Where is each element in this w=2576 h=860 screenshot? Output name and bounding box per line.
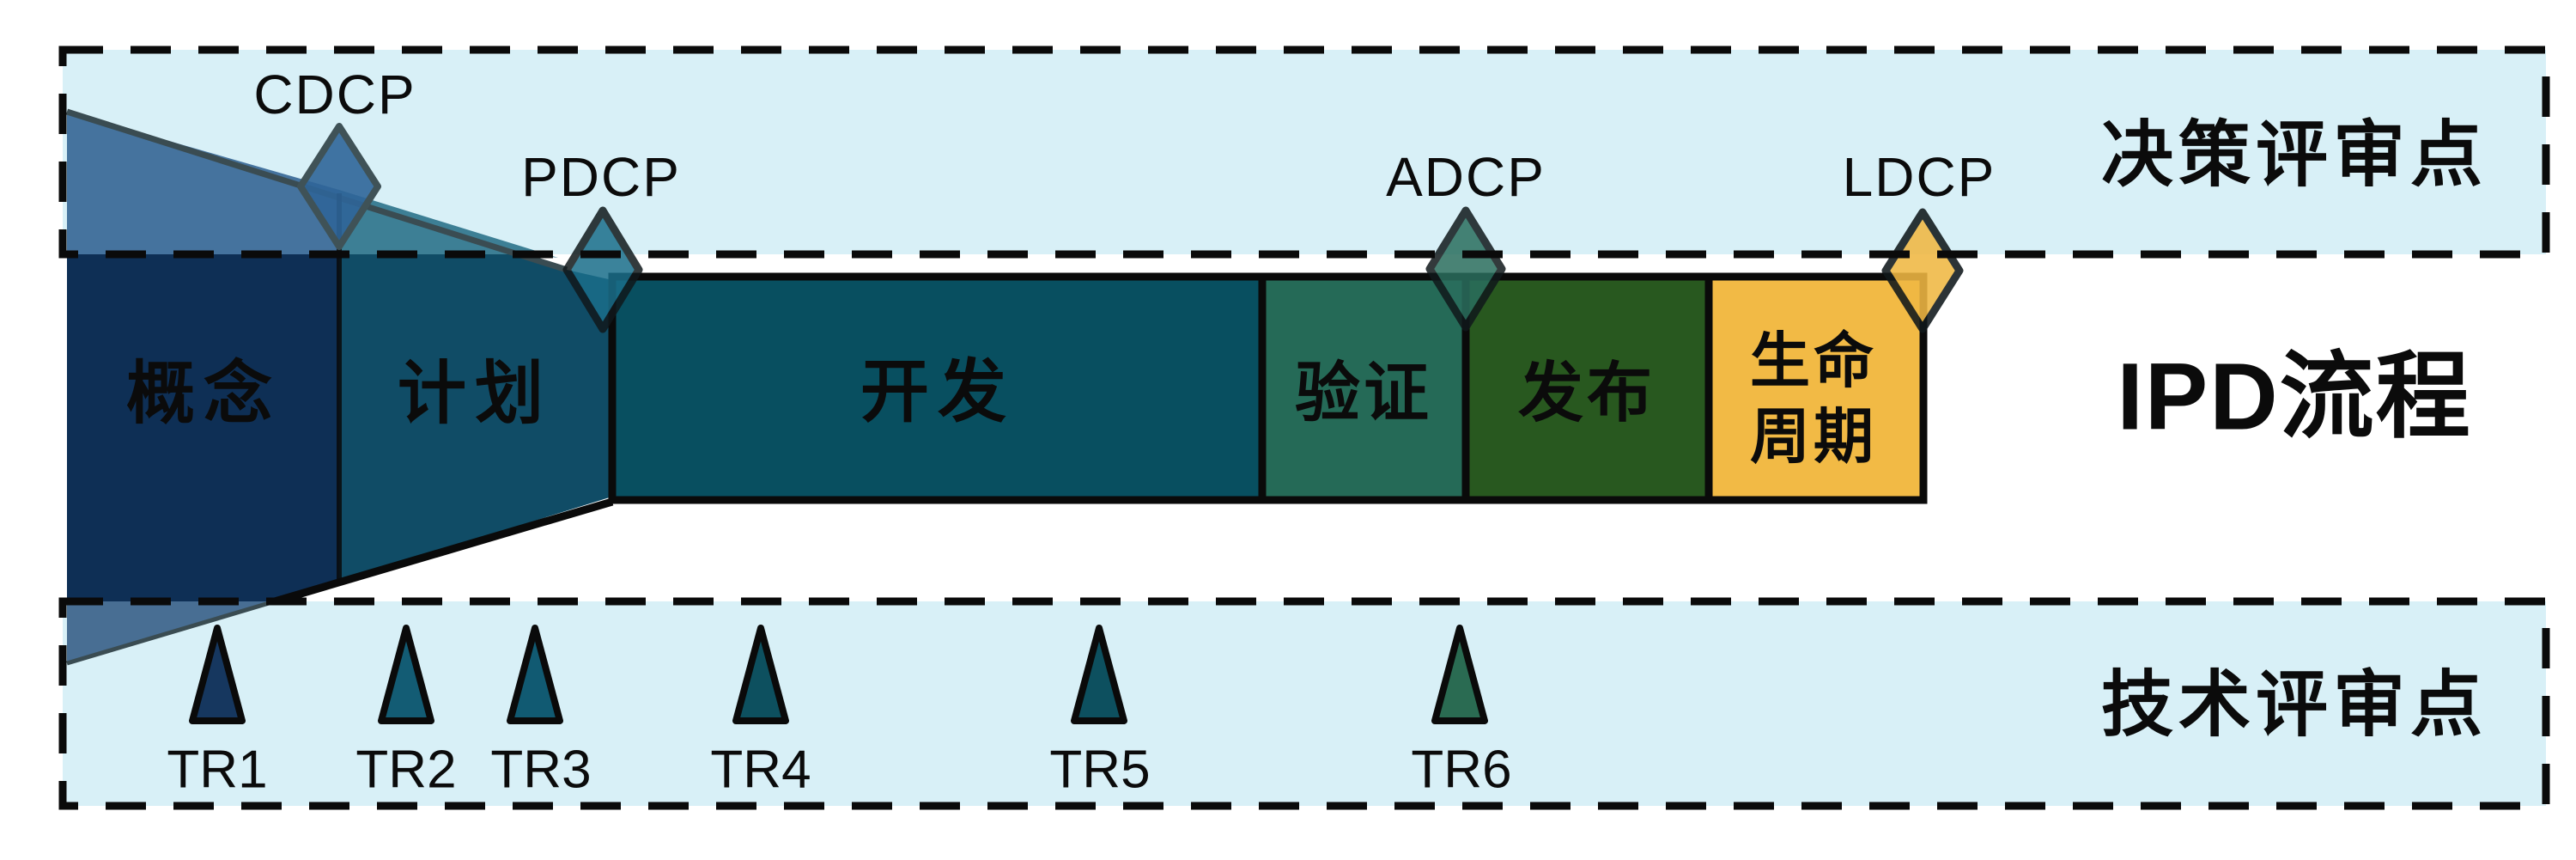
decision-band-border — [58, 46, 2550, 259]
phase-label-verify: 验证 — [1295, 357, 1432, 430]
phase-block-plan — [339, 254, 612, 582]
tr2-triangle-icon — [378, 625, 434, 724]
tr3-triangle-icon — [507, 625, 563, 724]
tr1-triangle-icon — [189, 625, 246, 724]
phase-block-concept — [67, 254, 339, 601]
decision-band-title: 决策评审点 — [2101, 114, 2488, 195]
tr4-label: TR4 — [710, 741, 811, 800]
tr2-label: TR2 — [355, 741, 456, 800]
cdcp-diamond-icon — [297, 123, 381, 250]
phase-label-dev: 开发 — [860, 354, 1015, 430]
tr5-label: TR5 — [1049, 741, 1150, 800]
tr4-triangle-icon — [732, 625, 789, 724]
phase-block-dev — [608, 272, 1267, 504]
tr3-label: TR3 — [490, 741, 591, 800]
technical-band-title: 技术评审点 — [2101, 664, 2488, 745]
funnel-bottom-edge — [273, 497, 614, 606]
funnel-concept-upper-wedge — [67, 112, 339, 254]
tr1-label: TR1 — [167, 741, 267, 800]
phase-label-lifecycle-line2: 周期 — [1750, 403, 1877, 470]
phase-label-plan: 计划 — [398, 356, 552, 432]
funnel-bottom-edge-tail — [66, 599, 276, 666]
adcp-label: ADCP — [1386, 146, 1546, 208]
technical-band-border — [58, 597, 2550, 810]
phase-block-verify — [1258, 272, 1470, 504]
pdcp-label: PDCP — [521, 146, 681, 208]
page-title: IPD流程 — [2117, 345, 2471, 450]
tr6-label: TR6 — [1411, 741, 1511, 800]
pdcp-diamond-icon — [562, 206, 643, 333]
ldcp-label: LDCP — [1843, 146, 1996, 208]
funnel-plan-upper-wedge — [339, 190, 558, 258]
phase-label-lifecycle-line1: 生命 — [1750, 327, 1877, 394]
tr5-triangle-icon — [1071, 625, 1127, 724]
tr6-triangle-icon — [1431, 625, 1488, 724]
phase-label-release: 发布 — [1518, 357, 1656, 430]
decision-band-area — [63, 50, 2546, 254]
phase-label-concept: 概念 — [126, 356, 281, 432]
adcp-diamond-icon — [1425, 206, 1506, 332]
technical-band-area — [63, 601, 2546, 806]
cdcp-label: CDCP — [253, 64, 416, 125]
phase-block-lifecycle — [1704, 272, 1928, 504]
